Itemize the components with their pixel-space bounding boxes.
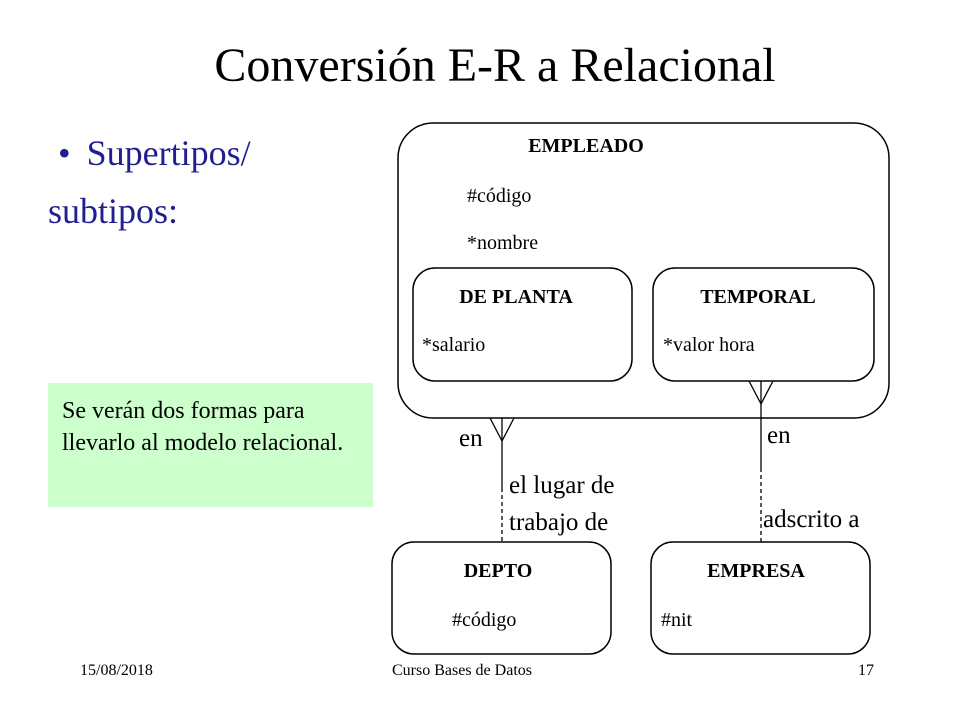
relationship-line-empleado-depto <box>489 417 515 542</box>
entity-temporal-name: TEMPORAL <box>700 286 816 308</box>
bullet-text-line1: Supertipos/ <box>86 133 251 173</box>
footer-date: 15/08/2018 <box>80 662 153 679</box>
entity-planta-name: DE PLANTA <box>459 286 573 308</box>
footer-page-number: 17 <box>858 662 874 679</box>
entity-empresa-box <box>650 541 871 655</box>
entity-temporal-attr-valor-hora: *valor hora <box>663 334 755 356</box>
entity-empresa-name: EMPRESA <box>707 560 805 582</box>
entity-depto-name: DEPTO <box>464 560 533 582</box>
entity-planta-box <box>412 267 633 382</box>
note-text: Se verán dos formas para llevarlo al mod… <box>62 398 344 456</box>
bullet-point: • Supertipos/ <box>58 132 251 174</box>
relationship-1-label-bottom-line2: trabajo de <box>509 509 608 536</box>
relationship-1-label-top: en <box>459 425 483 452</box>
entity-planta-attr-salario: *salario <box>422 334 485 356</box>
footer-course: Curso Bases de Datos <box>392 662 532 679</box>
entity-temporal-box <box>652 267 875 382</box>
bullet-marker: • <box>58 133 71 173</box>
relationship-2-label-top: en <box>767 422 791 449</box>
note-box: Se verán dos formas para llevarlo al mod… <box>48 383 373 507</box>
entity-empleado-attr-nombre: *nombre <box>467 232 538 254</box>
slide-title: Conversión E-R a Relacional <box>214 39 776 92</box>
entity-depto-attr-codigo: #código <box>452 609 516 631</box>
entity-empresa-attr-nit: #nit <box>661 609 693 631</box>
entity-empleado-name: EMPLEADO <box>528 135 644 157</box>
relationship-1-label-bottom-line1: el lugar de <box>509 472 615 499</box>
bullet-text-line2: subtipos: <box>48 191 179 231</box>
relationship-line-temporal-empresa <box>748 380 774 542</box>
entity-empleado-attr-codigo: #código <box>467 185 531 207</box>
entity-depto-box <box>391 541 612 655</box>
relationship-2-label-bottom: adscrito a <box>763 506 859 533</box>
